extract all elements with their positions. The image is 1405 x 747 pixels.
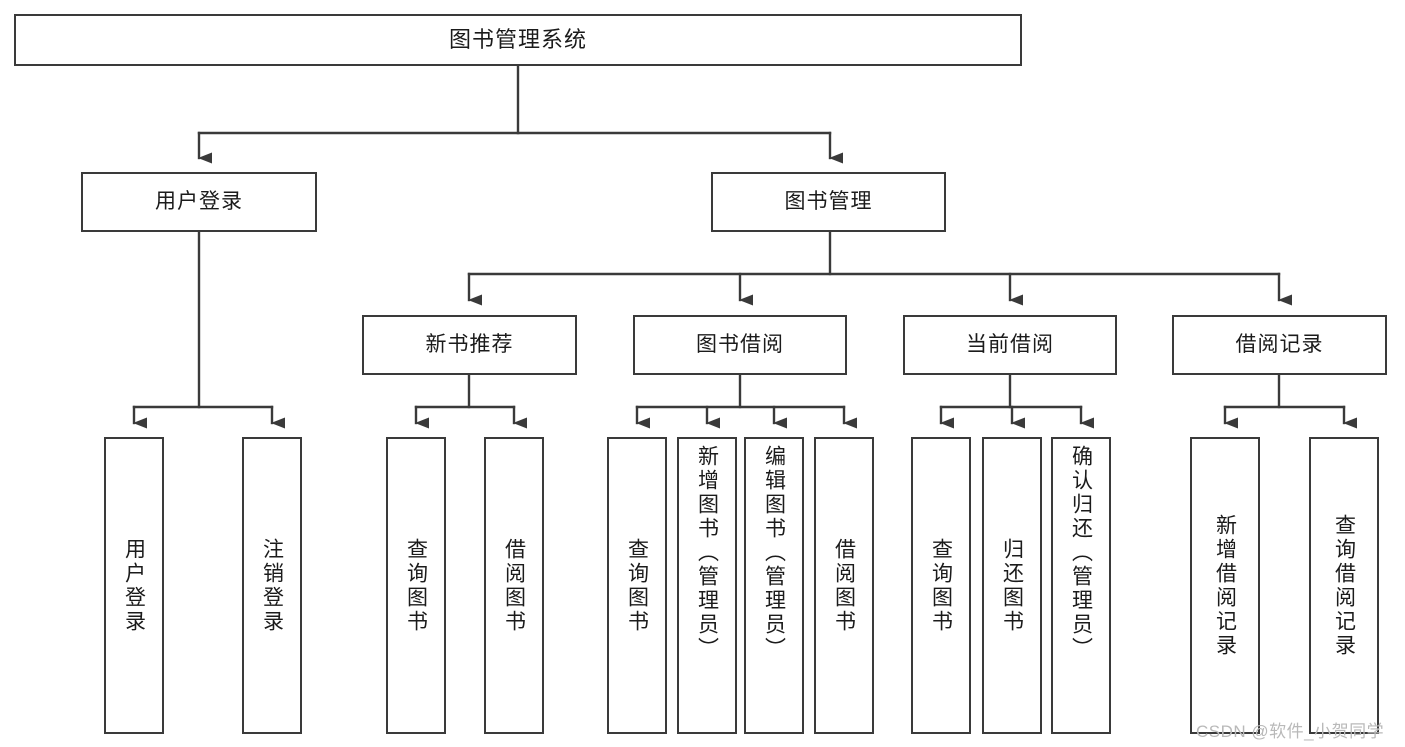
csdn-watermark: CSDN @软件_小贺同学 [1196,722,1385,741]
node-leaf-return-book-label: 归还图书 [1000,537,1024,634]
node-leaf-user-login-label: 用户登录 [122,537,146,634]
node-leaf-edit-book[interactable]: 编辑图书（管理员） [744,437,804,734]
node-leaf-borrow-book-2-label: 借阅图书 [832,537,856,634]
node-leaf-query-book-3[interactable]: 查询图书 [911,437,971,734]
node-leaf-add-record[interactable]: 新增借阅记录 [1190,437,1260,734]
node-leaf-borrow-book-1-label: 借阅图书 [502,537,526,634]
node-leaf-add-book[interactable]: 新增图书（管理员） [677,437,737,734]
node-leaf-query-book-3-label: 查询图书 [929,537,953,634]
node-leaf-query-record-label: 查询借阅记录 [1332,513,1356,658]
node-leaf-user-login[interactable]: 用户登录 [104,437,164,734]
node-leaf-confirm-return[interactable]: 确认归还（管理员） [1051,437,1111,734]
node-leaf-add-record-label: 新增借阅记录 [1213,513,1237,658]
node-new-book-rec-label: 新书推荐 [425,332,514,356]
node-book-borrow-label: 图书借阅 [696,332,784,356]
node-new-book-rec[interactable]: 新书推荐 [362,315,577,375]
node-leaf-logout-label: 注销登录 [260,537,284,634]
node-user-login[interactable]: 用户登录 [81,172,317,232]
node-leaf-query-book-2[interactable]: 查询图书 [607,437,667,734]
node-book-manage[interactable]: 图书管理 [711,172,946,232]
node-root[interactable]: 图书管理系统 [14,14,1022,66]
node-root-label: 图书管理系统 [448,27,587,53]
node-leaf-borrow-book-1[interactable]: 借阅图书 [484,437,544,734]
node-borrow-record[interactable]: 借阅记录 [1172,315,1387,375]
node-user-login-label: 用户登录 [155,189,243,213]
node-current-borrow[interactable]: 当前借阅 [903,315,1117,375]
node-book-borrow[interactable]: 图书借阅 [633,315,847,375]
node-leaf-query-record[interactable]: 查询借阅记录 [1309,437,1379,734]
node-leaf-add-book-label: 新增图书（管理员） [695,445,719,661]
node-leaf-query-book-2-label: 查询图书 [625,537,649,634]
node-current-borrow-label: 当前借阅 [966,332,1054,356]
node-leaf-borrow-book-2[interactable]: 借阅图书 [814,437,874,734]
node-leaf-query-book-1-label: 查询图书 [404,537,428,634]
node-leaf-return-book[interactable]: 归还图书 [982,437,1042,734]
node-leaf-query-book-1[interactable]: 查询图书 [386,437,446,734]
node-book-manage-label: 图书管理 [784,189,873,213]
node-leaf-edit-book-label: 编辑图书（管理员） [762,445,786,661]
node-leaf-logout[interactable]: 注销登录 [242,437,302,734]
node-borrow-record-label: 借阅记录 [1235,332,1324,356]
node-leaf-confirm-return-label: 确认归还（管理员） [1069,445,1093,661]
